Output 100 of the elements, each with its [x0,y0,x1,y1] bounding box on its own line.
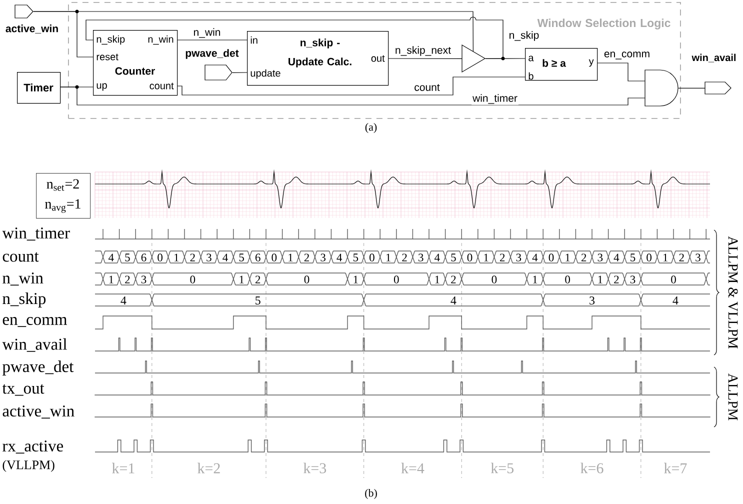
bus-value: 4 [450,296,456,304]
bus-value: 2 [125,276,130,284]
bus-value: 3 [590,296,595,305]
bus-value: 1 [174,254,179,262]
bus-value: 5 [630,254,636,262]
wire-label: win_timer [472,93,518,105]
wire [232,72,248,73]
wire [177,76,526,96]
port-label: active_win [6,24,58,34]
window-label: k=7 [664,462,687,474]
region-title: Window Selection Logic [537,18,670,30]
bus-value: 1 [484,254,488,262]
bus-value: 0 [272,254,277,262]
signal-name: n_win [2,272,44,286]
bus-value: 0 [548,254,554,262]
bus-value: 1 [240,276,244,284]
bus-value: 2 [402,254,407,262]
bus-value: 0 [467,254,472,262]
bus-value: 3 [418,254,424,262]
subfigure-caption: (a) [365,123,377,133]
signal-name: en_comm [2,317,68,327]
bus-value: 0 [190,276,196,284]
bus-value: 6 [141,254,146,262]
brace-label: ALLPM & VLLPM [728,236,738,348]
wire [388,58,462,59]
bus-value: 2 [190,254,195,262]
bus-value: 3 [696,254,700,262]
bus-value: 1 [598,276,602,284]
bus-value: 4 [434,254,440,262]
bus-value: 6 [255,254,260,262]
bus-value: 5 [353,254,358,262]
wire-label: n_skip_next [394,45,452,57]
window-label: k=2 [198,462,220,474]
bus-value: 4 [672,296,678,304]
bus-value: 0 [565,276,570,284]
wire-label: n_skip [508,30,540,42]
bus-value: 1 [288,254,293,262]
wire [597,62,646,82]
bus-value: 2 [679,254,684,262]
wire [60,86,646,106]
bus-value: 1 [566,254,570,262]
signal-name: count [2,252,39,262]
bus-value: 4 [108,254,114,262]
bus-value: 2 [614,276,619,284]
bus-value: 1 [354,276,358,284]
bus-value: 0 [394,276,399,284]
bus-value: 2 [255,276,260,284]
bus-value: 4 [336,254,342,262]
port-label: pwave_det [186,49,239,59]
bus-value: 5 [256,296,260,304]
bus-value: 2 [451,276,456,284]
bus-value: 5 [239,254,244,262]
signal-name: win_avail [2,338,67,352]
wire-label: en_comm [602,50,652,60]
bus-value: 3 [320,254,326,262]
bus-value: 3 [630,276,636,284]
signal-name: rx_active [2,440,64,454]
wire [86,16,504,59]
bus-value: 5 [451,254,456,262]
window-label: k=3 [303,462,326,474]
bus-value: 0 [370,254,374,262]
comparator-box: a b ≥ a y b [525,48,598,81]
bus-value: 3 [206,254,212,262]
bus-value: 4 [532,254,538,262]
bus-value: 3 [516,254,522,262]
window-label: k=1 [112,462,134,474]
and-gate [644,70,678,106]
bus-value: 1 [109,276,114,284]
signal-name: pwave_det [2,360,74,376]
wire [33,11,474,52]
mode-note: (VLLPM) [2,460,54,472]
bus-value: 1 [664,254,668,262]
calc-box: in n_skip - Update Calc. out update [247,31,389,86]
subfigure-caption: (b) [365,489,377,499]
bus-value: 0 [671,276,676,284]
bus-value: 2 [304,254,309,262]
port-label: win_avail [692,54,736,62]
bus-value: 0 [646,254,652,262]
parameter-box: n$_{set}$=2 n$_{avg}$=1 [36,173,91,219]
window-label: k=5 [490,462,514,474]
window-label: k=4 [401,462,424,474]
window-label: k=6 [580,462,604,474]
bus-value: 1 [435,276,440,284]
counter-box: n_skip n_win reset Counter up count [93,30,178,96]
bus-value: 3 [598,254,603,262]
bus-value: 0 [158,254,162,262]
wire-label: n_win [192,27,222,39]
bus-value: 3 [141,276,146,284]
bus-value: 1 [386,254,390,262]
bus-value: 2 [500,254,505,262]
bus-value: 4 [222,254,228,262]
timer-box: Timer [17,72,61,104]
bus-value: 4 [614,254,620,262]
wire-label: count [413,83,441,92]
bus-value: 5 [125,254,130,262]
brace-label: ALLPM [728,373,738,420]
bus-value: 1 [533,276,538,284]
signal-name: tx_out [2,384,44,396]
bus-value: 2 [581,254,586,262]
signal-name: win_timer [2,227,70,241]
